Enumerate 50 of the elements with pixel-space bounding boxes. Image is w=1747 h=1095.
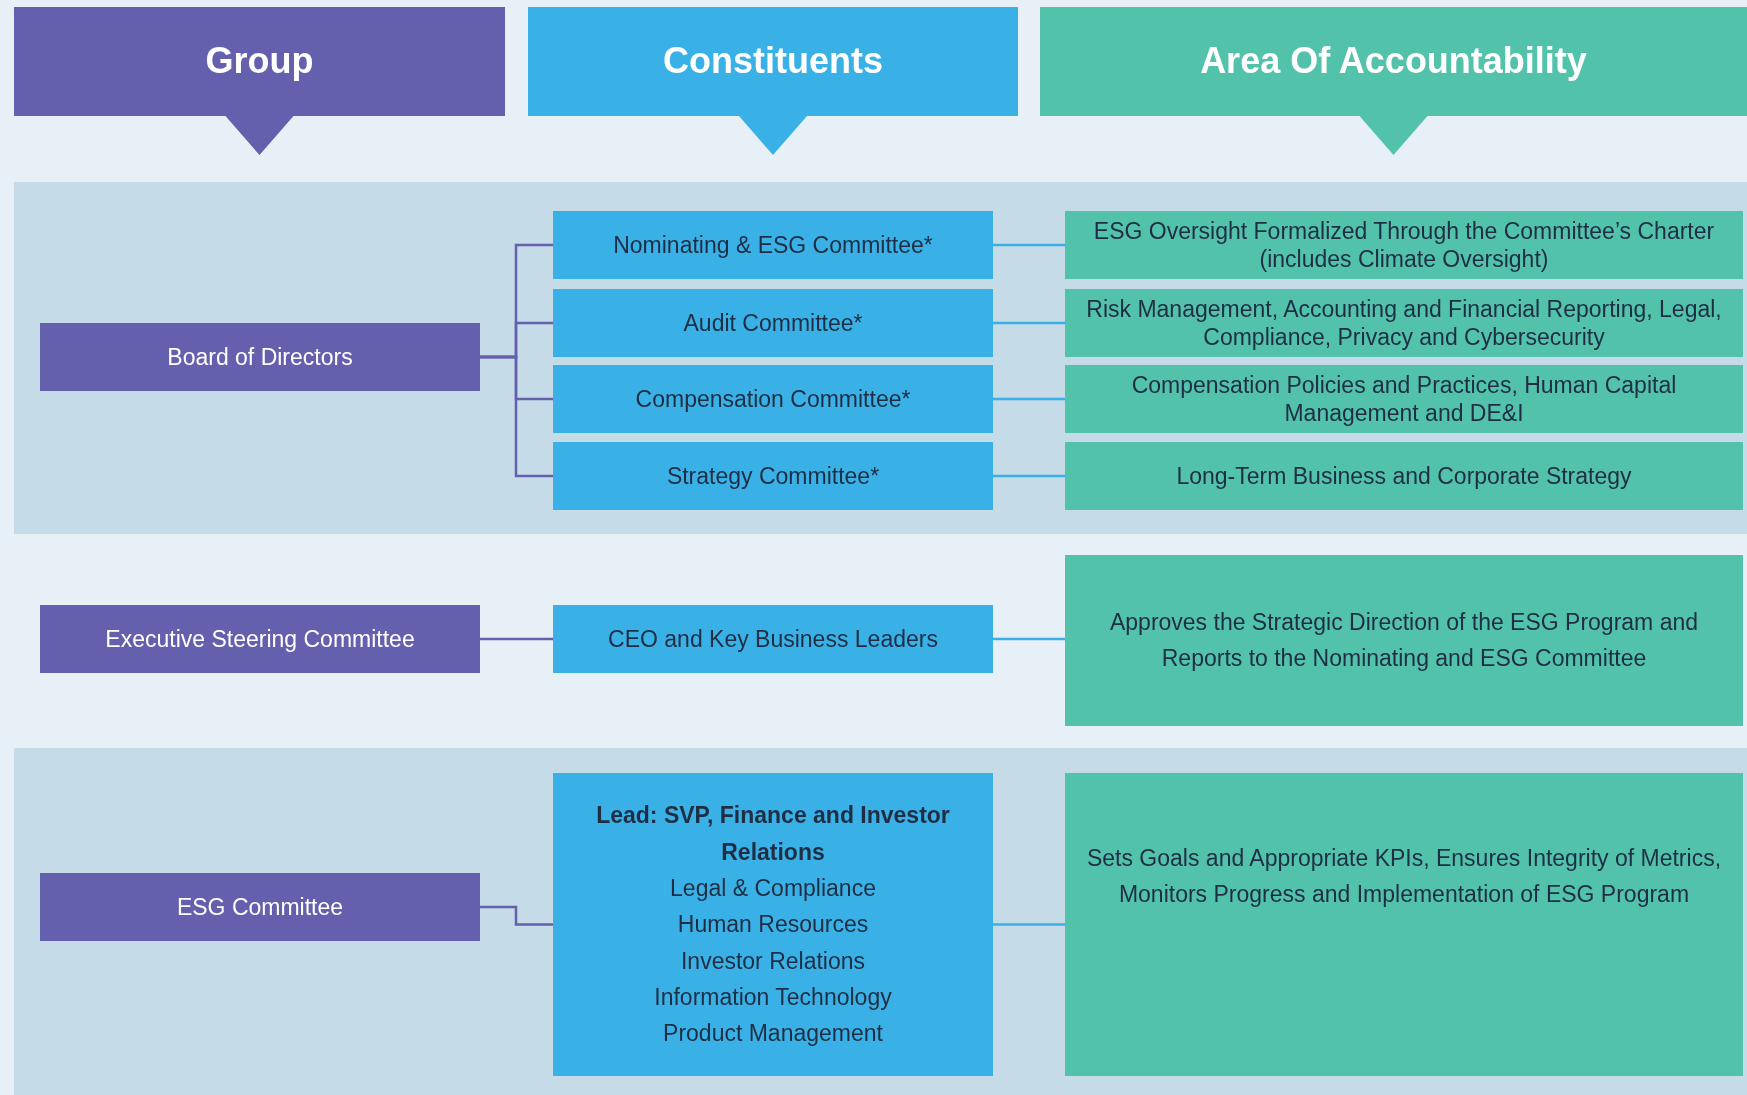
- group-box: [40, 605, 480, 673]
- lead-label: Lead: SVP, Finance and Investor Relations: [595, 801, 951, 867]
- column-heading: Constituents: [663, 39, 883, 83]
- header-banner: [14, 7, 505, 155]
- node-label: Investor Relations: [680, 946, 866, 976]
- node-label: Human Resources: [677, 910, 869, 940]
- node-label: Product Management: [663, 1019, 883, 1049]
- group-box: [40, 323, 480, 391]
- connector-line: [480, 905, 553, 926]
- constituent-box: [553, 211, 993, 279]
- node-label: Legal & Compliance: [670, 874, 876, 903]
- node-label: Information Technology: [654, 983, 892, 1012]
- constituent-box: [553, 605, 993, 673]
- node-label: Audit Committee*: [683, 308, 863, 337]
- constituent-box: [553, 442, 993, 510]
- connector-line: [993, 243, 1065, 247]
- node-label: ESG Oversight Formalized Through the Committee’s Charter (includes Climate Oversight): [1092, 216, 1716, 274]
- node-label: Nominating & ESG Committee*: [613, 230, 933, 259]
- accountability-box: [1065, 442, 1743, 510]
- accountability-box: [1065, 555, 1743, 726]
- header-banner: [1040, 7, 1747, 155]
- header-banner: [528, 7, 1018, 155]
- constituent-box: [553, 773, 993, 1076]
- connector-line: [993, 637, 1065, 641]
- node-label: CEO and Key Business Leaders: [608, 624, 938, 653]
- node-label: Compensation Policies and Practices, Human Capital Management and DE&I: [1130, 370, 1678, 428]
- connector-line: [993, 397, 1065, 401]
- node-label: Executive Steering Committee: [105, 624, 415, 653]
- constituent-box: [553, 365, 993, 433]
- node-label: Long-Term Business and Corporate Strategy: [1176, 461, 1632, 490]
- connector-line: [993, 474, 1065, 478]
- node-label: Sets Goals and Appropriate KPIs, Ensures Integrity of Metrics, Monitors Progress and Implementation of ESG Program: [1085, 844, 1723, 909]
- node-label: Strategy Committee*: [666, 461, 880, 490]
- node-label: Board of Directors: [167, 342, 353, 371]
- column-heading: Group: [205, 39, 314, 83]
- accountability-box: [1065, 365, 1743, 433]
- accountability-box: [1065, 773, 1743, 1076]
- constituent-box: [553, 289, 993, 357]
- node-label: Risk Management, Accounting and Financial Reporting, Legal, Compliance, Privacy and Cybersecurity: [1085, 294, 1723, 352]
- connector-line: [480, 355, 553, 478]
- node-label: Compensation Committee*: [635, 384, 911, 413]
- group-box: [40, 873, 480, 941]
- node-label: Approves the Strategic Direction of the ESG Program and Reports to the Nominating and ESG Committee: [1108, 607, 1700, 673]
- accountability-box: [1065, 289, 1743, 357]
- column-heading: Area Of Accountability: [1200, 39, 1587, 83]
- accountability-box: [1065, 211, 1743, 279]
- connector-line: [993, 923, 1065, 926]
- connector-line: [993, 321, 1065, 325]
- node-label: ESG Committee: [176, 892, 344, 921]
- connector-line: [480, 637, 553, 641]
